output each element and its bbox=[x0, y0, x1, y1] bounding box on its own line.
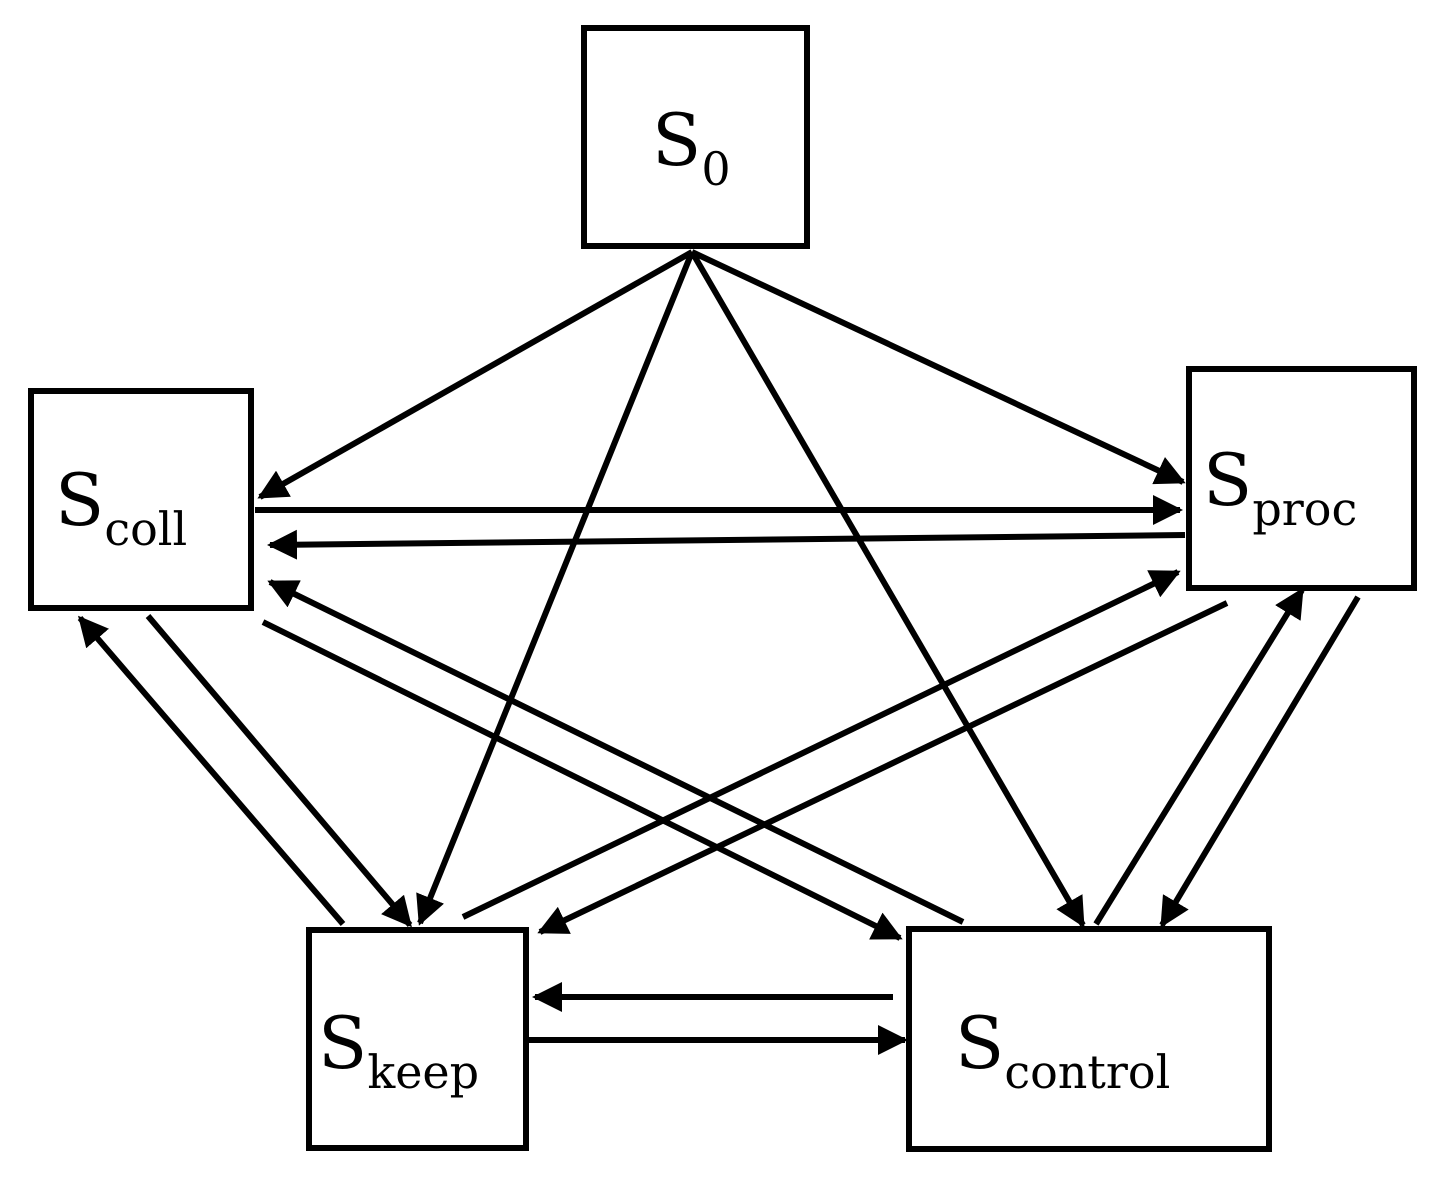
node-scontrol-box bbox=[906, 926, 1272, 1152]
node-sproc-label: Sproc bbox=[1203, 438, 1357, 536]
node-s0-box bbox=[581, 25, 810, 249]
node-skeep: Skeep bbox=[306, 927, 529, 1151]
edge-sproc-to-skeep bbox=[537, 600, 1229, 935]
edge-s0-to-scoll bbox=[257, 249, 694, 500]
edge-sproc-to-scontrol bbox=[1159, 595, 1361, 928]
edge-skeep-to-scoll bbox=[77, 615, 346, 926]
node-scontrol-label: Scontrol bbox=[955, 1001, 1170, 1099]
edge-s0-to-scontrol bbox=[689, 250, 1086, 928]
edge-s0-to-skeep bbox=[416, 250, 695, 926]
node-scoll-label: Scoll bbox=[55, 458, 187, 556]
edge-scontrol-to-scoll bbox=[267, 579, 965, 925]
edge-scontrol-to-sproc bbox=[1093, 587, 1305, 926]
node-s0-label: S0 bbox=[652, 98, 731, 196]
node-skeep-label: Skeep bbox=[318, 1001, 479, 1099]
edge-s0-to-sproc bbox=[690, 249, 1186, 485]
edges bbox=[77, 249, 1361, 1055]
node-s0: S0 bbox=[581, 25, 810, 249]
node-sproc: Sproc bbox=[1186, 366, 1417, 591]
node-scoll-box bbox=[28, 388, 254, 611]
node-scoll: Scoll bbox=[28, 388, 254, 611]
node-scontrol: Scontrol bbox=[906, 926, 1272, 1152]
edge-scoll-to-scontrol bbox=[261, 619, 903, 941]
edge-skeep-to-sproc bbox=[461, 569, 1181, 920]
node-skeep-box bbox=[306, 927, 529, 1151]
edge-scoll-to-skeep bbox=[145, 614, 413, 928]
node-sproc-box bbox=[1186, 366, 1417, 591]
edge-sproc-to-scoll bbox=[267, 529, 1186, 560]
